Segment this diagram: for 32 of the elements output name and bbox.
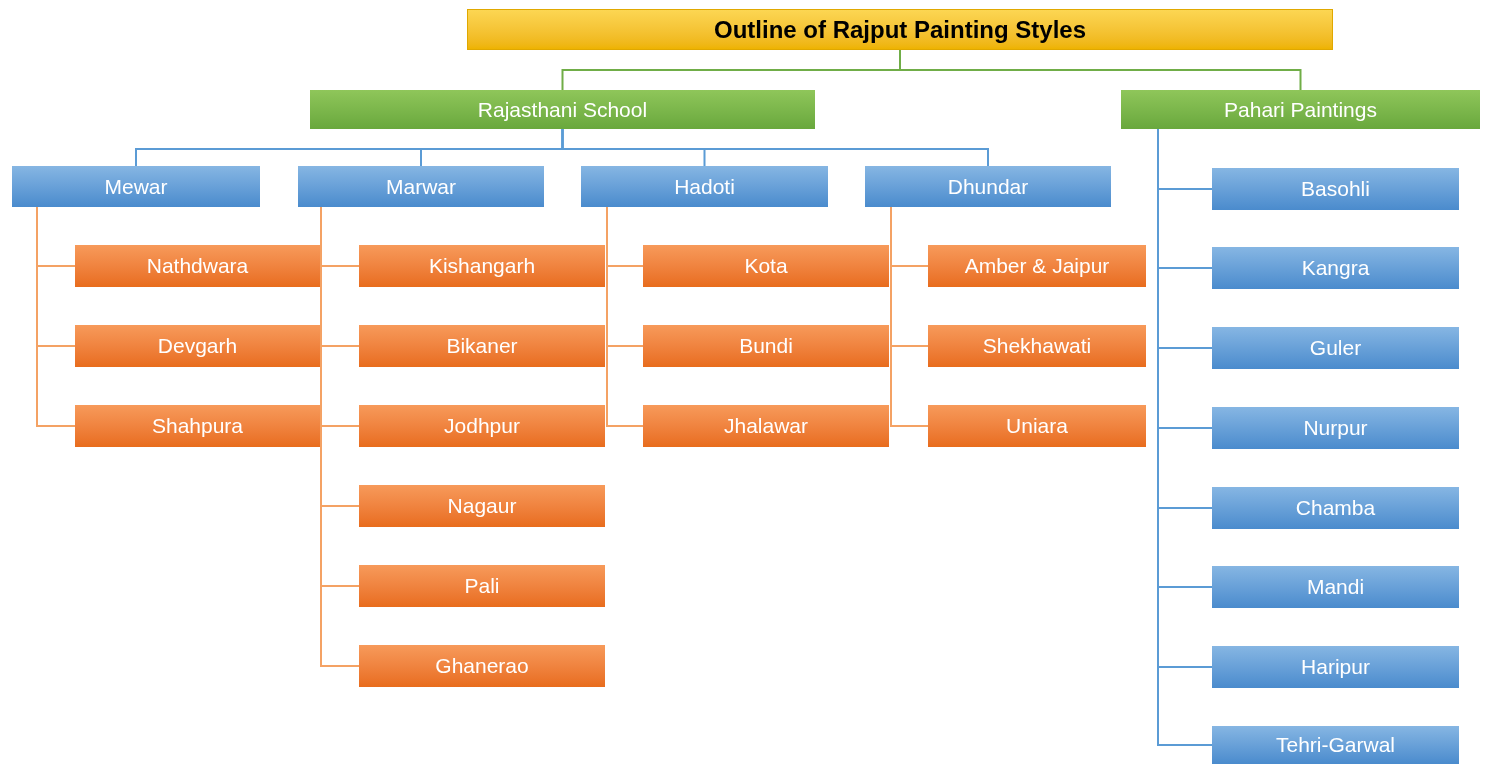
category-box: Mewar [12,166,260,207]
category-box: Nagaur [359,485,605,527]
category-box: Basohli [1212,168,1459,210]
category-box: Guler [1212,327,1459,369]
category-box: Kota [643,245,889,287]
category-box: Mandi [1212,566,1459,608]
connector-line [561,128,989,167]
category-box: Rajasthani School [310,90,815,129]
category-box: Tehri-Garwal [1212,726,1459,764]
category-box: Devgarh [75,325,320,367]
connector-line [36,206,76,427]
category-box: Haripur [1212,646,1459,688]
category-box: Shekhawati [928,325,1146,367]
category-box: Marwar [298,166,544,207]
category-box: Dhundar [865,166,1111,207]
category-box: Nurpur [1212,407,1459,449]
category-box: Ghanerao [359,645,605,687]
category-box: Bikaner [359,325,605,367]
category-box: Chamba [1212,487,1459,529]
category-box: Hadoti [581,166,828,207]
category-box: Pahari Paintings [1121,90,1480,129]
category-box: Bundi [643,325,889,367]
category-box: Jodhpur [359,405,605,447]
category-box: Pali [359,565,605,607]
category-box: Amber & Jaipur [928,245,1146,287]
category-box: Kishangarh [359,245,605,287]
title-box: Outline of Rajput Painting Styles [467,9,1333,50]
category-box: Jhalawar [643,405,889,447]
category-box: Nathdwara [75,245,320,287]
category-box: Shahpura [75,405,320,447]
category-box: Kangra [1212,247,1459,289]
category-box: Uniara [928,405,1146,447]
